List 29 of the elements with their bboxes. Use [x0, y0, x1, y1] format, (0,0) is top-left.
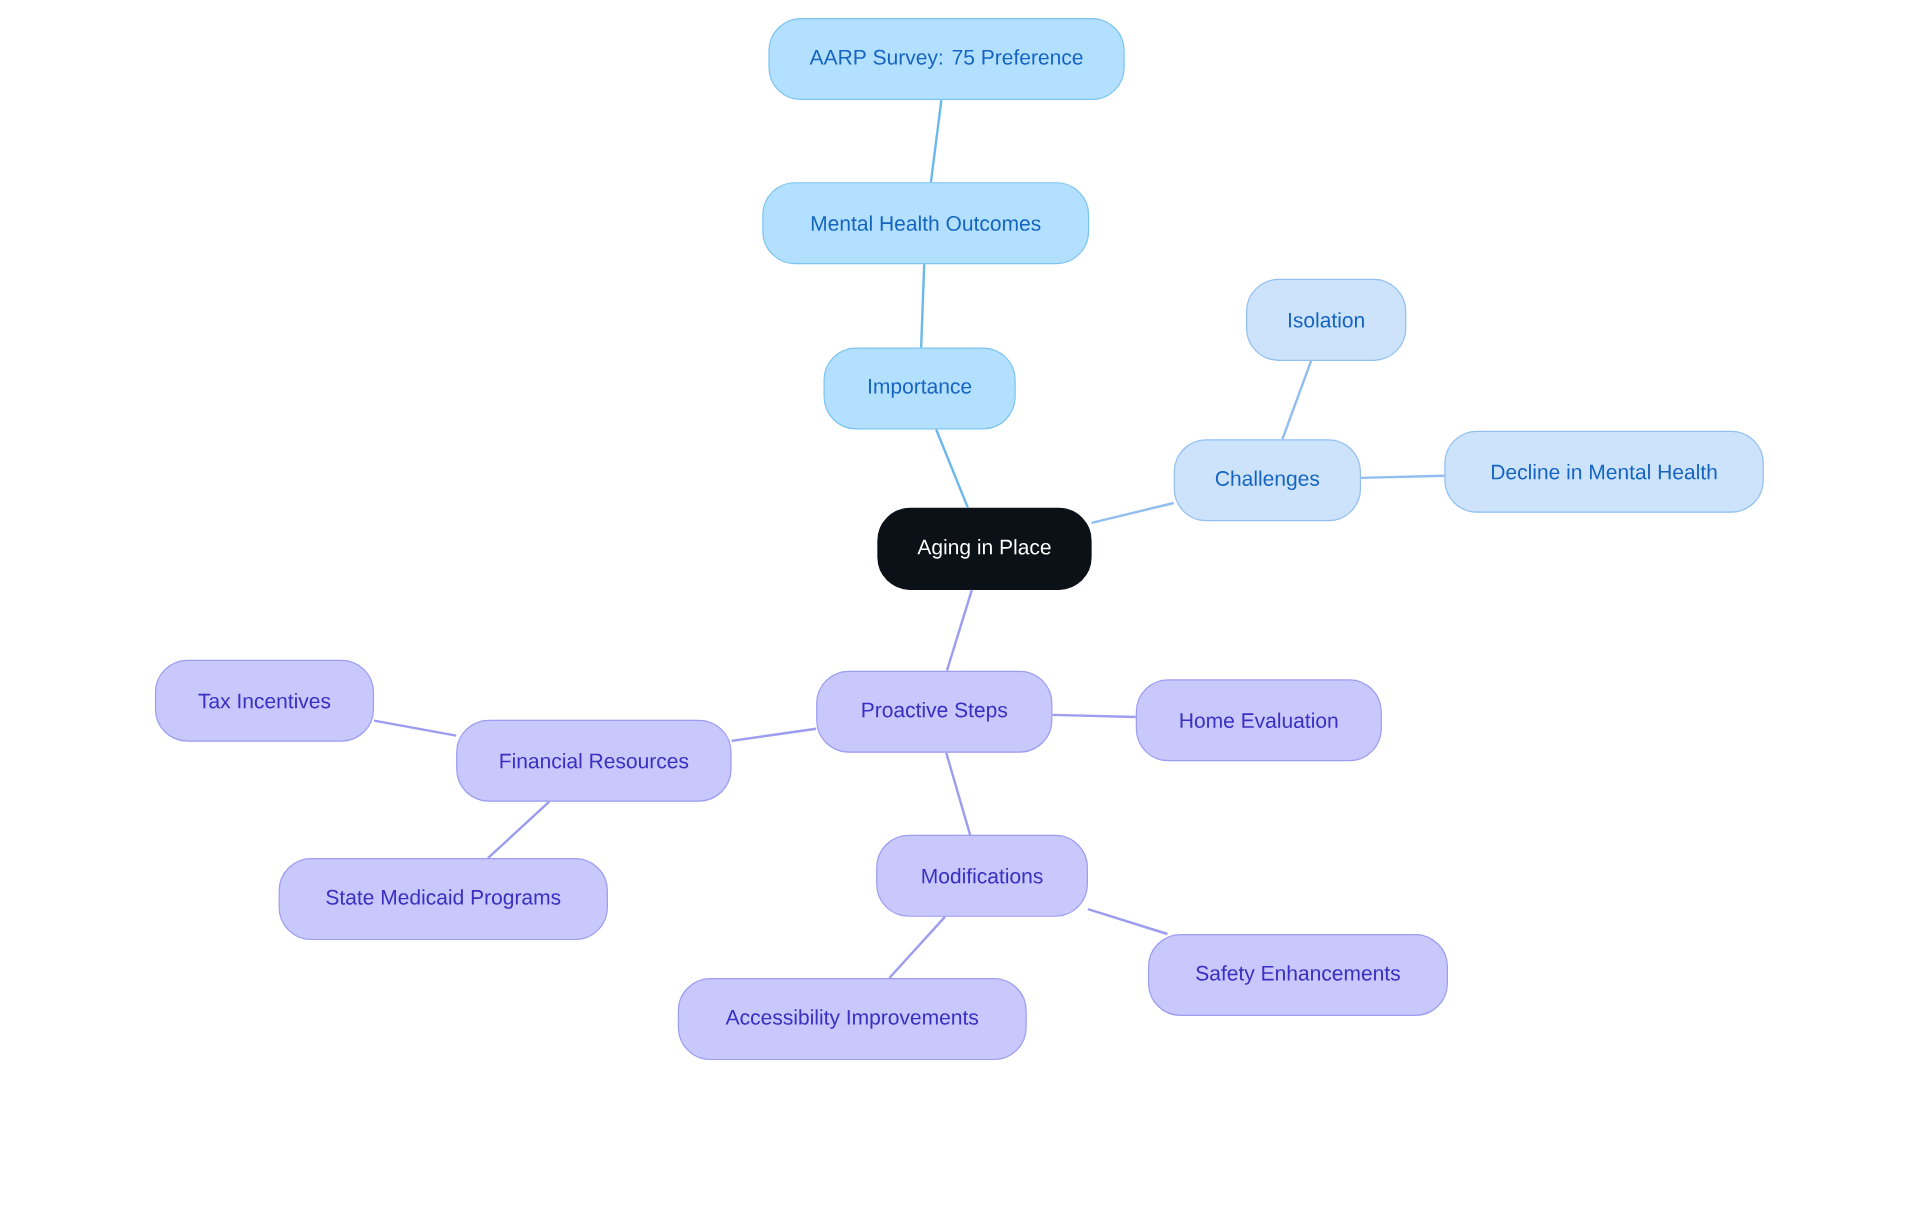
topic-node: Tax Incentives — [154, 659, 375, 742]
topic-node: Home Evaluation — [1135, 679, 1382, 762]
topic-node: Proactive Steps — [816, 670, 1053, 753]
connector-line — [1091, 501, 1174, 525]
topic-node: Financial Resources — [456, 719, 732, 802]
topic-node: Isolation — [1245, 278, 1407, 361]
connector-line — [1052, 713, 1136, 719]
topic-node: Modifications — [876, 834, 1088, 917]
topic-node: Mental Health Outcomes — [762, 182, 1090, 265]
topic-node: AARP Survey: 75 Preference — [768, 18, 1125, 101]
connector-line — [1281, 360, 1313, 440]
topic-node: Accessibility Improvements — [677, 978, 1027, 1061]
root-node: Aging in Place — [877, 507, 1092, 590]
topic-node: Challenges — [1173, 439, 1361, 522]
connector-line — [888, 916, 946, 979]
connector-line — [731, 727, 817, 743]
connector-line — [487, 800, 551, 859]
topic-node: Safety Enhancements — [1148, 934, 1448, 1016]
connector-line — [945, 589, 973, 672]
connector-line — [373, 719, 457, 737]
topic-node: Importance — [823, 347, 1016, 430]
connector-line — [945, 752, 972, 836]
connector-line — [1361, 474, 1445, 480]
topic-node: State Medicaid Programs — [278, 858, 608, 941]
connector-line — [1087, 907, 1168, 936]
connector-line — [935, 429, 970, 509]
connector-line — [929, 99, 943, 183]
connector-line — [919, 264, 926, 348]
topic-node: Decline in Mental Health — [1444, 430, 1764, 513]
